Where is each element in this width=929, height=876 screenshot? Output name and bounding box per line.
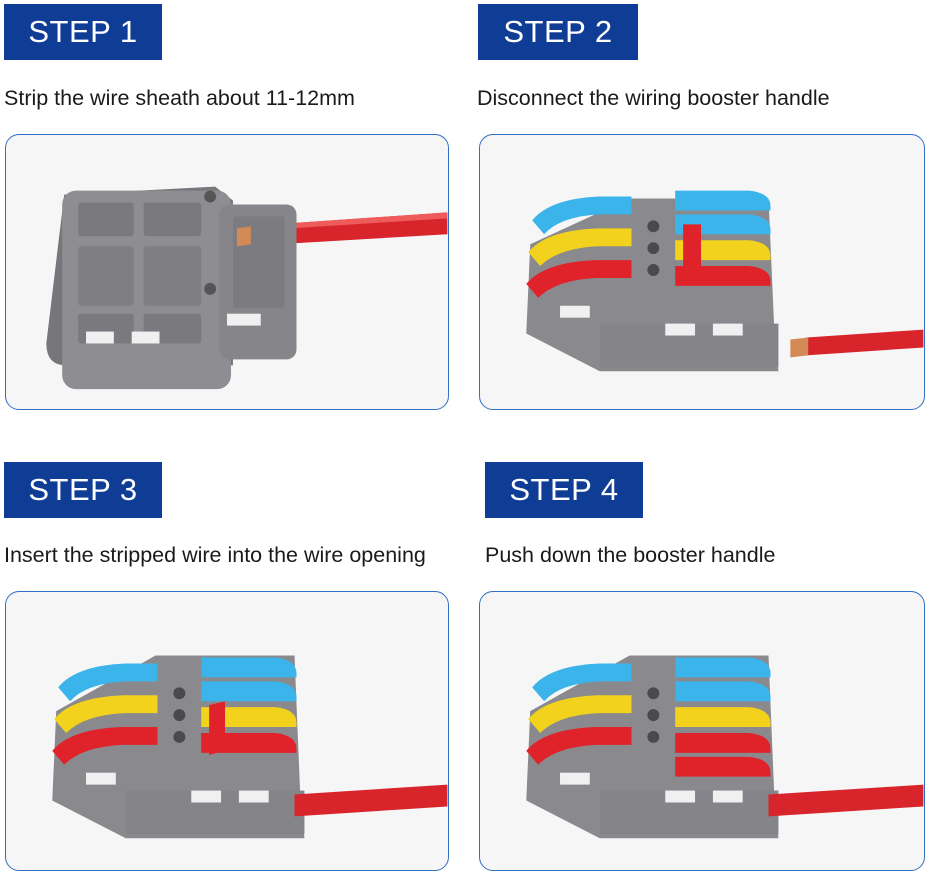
- connector-image: [52, 655, 448, 839]
- step-4-caption: Push down the booster handle: [485, 543, 776, 567]
- step-2-image-panel: [479, 134, 925, 410]
- connector-image: [46, 186, 448, 390]
- step-2-caption: Disconnect the wiring booster handle: [477, 86, 830, 110]
- step-1-caption: Strip the wire sheath about 11-12mm: [4, 86, 355, 110]
- step-2-badge: STEP 2: [478, 4, 638, 60]
- step-4-image-panel: [479, 591, 925, 871]
- step-3-image-panel: [5, 591, 449, 871]
- step-3-caption: Insert the stripped wire into the wire o…: [4, 543, 426, 567]
- connector-image: [526, 655, 924, 839]
- step-1-badge: STEP 1: [4, 4, 162, 60]
- connector-image: [526, 190, 924, 372]
- step-1-image-panel: [5, 134, 449, 410]
- step-3-badge: STEP 3: [4, 462, 162, 518]
- step-4-badge: STEP 4: [485, 462, 643, 518]
